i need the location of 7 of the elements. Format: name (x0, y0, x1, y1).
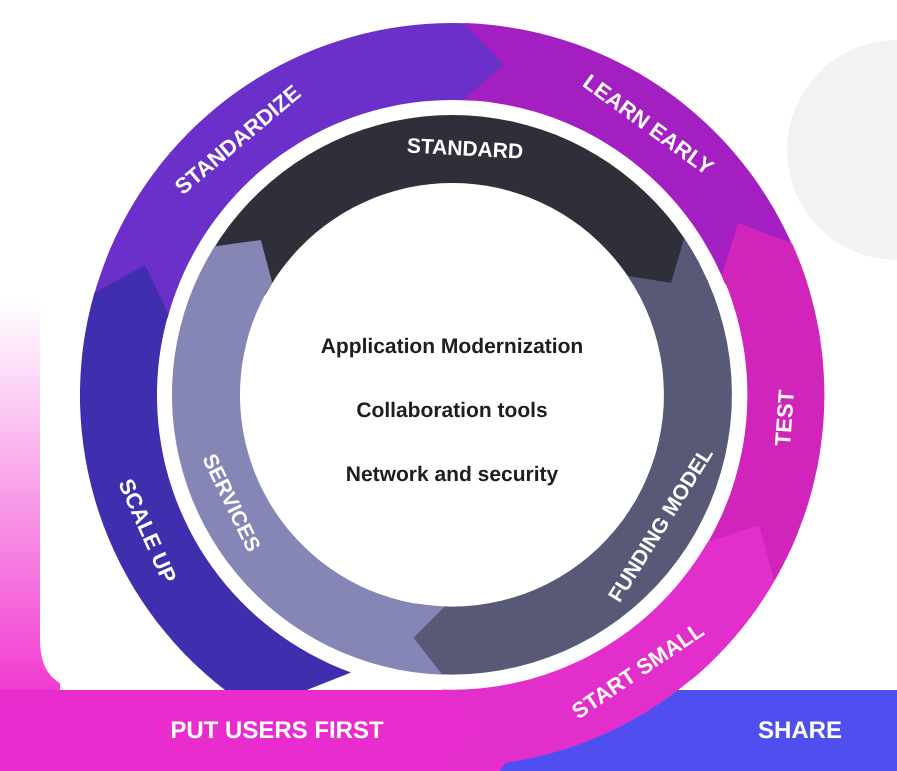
segment-label: TEST (772, 389, 798, 448)
segment-label: STANDARD (406, 136, 524, 163)
segment-label: PUT USERS FIRST (170, 718, 384, 742)
segment-label: SHARE (758, 718, 842, 742)
topic-text: Application Modernization (320, 335, 584, 359)
topic-text: Network and security (344, 463, 560, 487)
topic-text: Collaboration tools (355, 399, 549, 423)
